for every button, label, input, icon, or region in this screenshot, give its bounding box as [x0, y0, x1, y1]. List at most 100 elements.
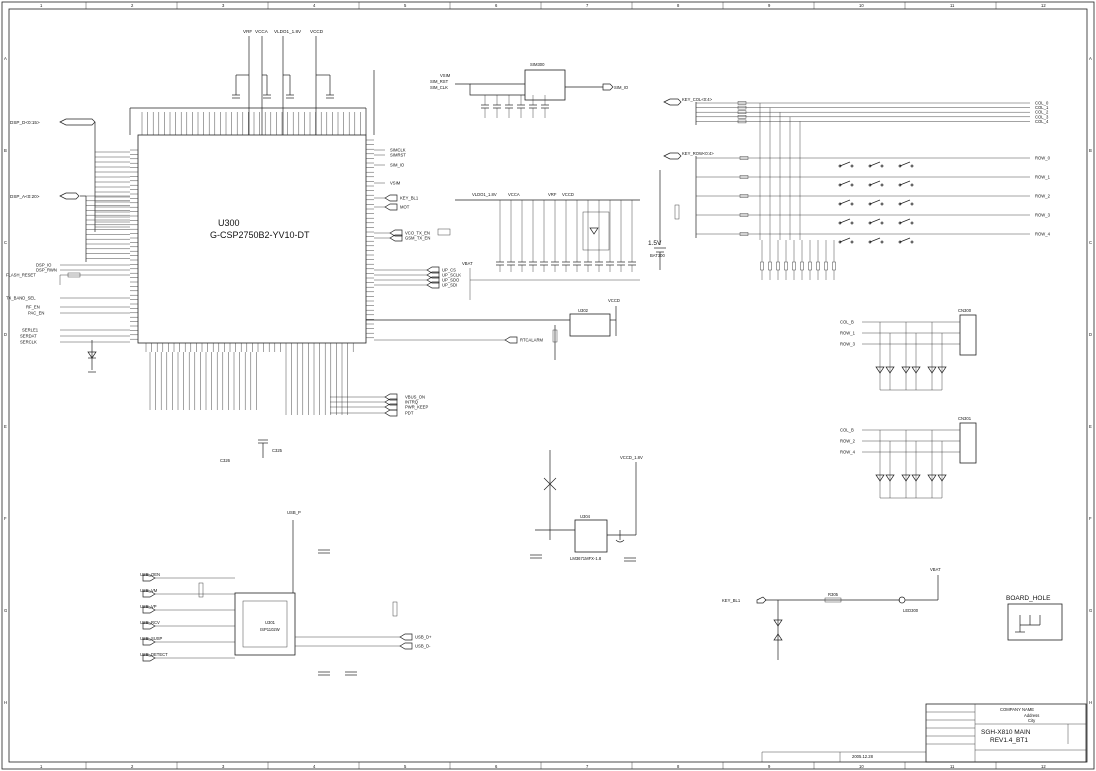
- u301-block: U301 ISP1102W USB_P USB_OENUSB_VMUSB_VPU…: [140, 510, 432, 676]
- connector-body[interactable]: [959, 314, 977, 356]
- key-row-label: ROW_4: [1035, 232, 1051, 237]
- column-marker-bottom: 6: [495, 764, 498, 769]
- u300-body[interactable]: [137, 134, 367, 344]
- u304-ref: U304: [580, 514, 591, 519]
- column-marker-bottom: 2: [131, 764, 134, 769]
- u300-block: U300 G-CSP2750B2-YV10-DT: [129, 107, 374, 352]
- key-col-label: COL_3: [1035, 114, 1049, 119]
- right-signal-label: KEY_BL1: [400, 196, 419, 201]
- u302-body[interactable]: [569, 313, 611, 337]
- column-marker-top: 9: [768, 3, 771, 8]
- rail-vcca: VCCA: [255, 29, 269, 34]
- row-marker-left: F: [4, 516, 7, 521]
- u301-supply: USB_P: [287, 510, 301, 515]
- column-marker-bottom: 12: [1041, 764, 1046, 769]
- right-signal-label: SIMRST: [390, 153, 406, 158]
- u300-right-signals: SIMCLKSIMRSTSIM_IOVSIMKEY_BL1MOTVCO_TX_E…: [374, 148, 543, 344]
- title-line-1: SGH-X810 MAIN: [981, 729, 1031, 736]
- u300-top-rails: VRF VCCA VLDO1_1.8V VCCD: [232, 29, 375, 135]
- bottom-signal-label: INTRQ: [405, 400, 419, 405]
- company-city: City: [1028, 718, 1036, 723]
- right-signal-label: UP_SCLK: [442, 273, 461, 278]
- key-bl-net: KEY_BL1: [722, 598, 741, 603]
- sheet-inner-frame: [8, 8, 1088, 763]
- right-signal-label: UP_SDO: [442, 278, 460, 283]
- ldo-rail-vldo: VLDO1_1.8V: [472, 192, 497, 197]
- column-marker-bottom: 3: [222, 764, 225, 769]
- right-signal-label: VBAT: [462, 261, 473, 266]
- keypad-block: KEY_COL<0:4> KEY_ROW<0:4> COL_0COL_1COL_…: [663, 97, 1051, 280]
- row-marker-left: H: [4, 700, 7, 705]
- row-marker-left: E: [4, 424, 7, 429]
- u300-left-buses: DSP_D<0:15> DSP_A<0:20>: [10, 118, 130, 262]
- key-col-label: COL_2: [1035, 110, 1049, 115]
- left-signal-label: RF_EN: [26, 305, 40, 310]
- bottom-signal-label: PWR_KEEP: [405, 405, 428, 410]
- cap-c326: C326: [220, 458, 231, 463]
- u300-left-signals: DSP_IODSP_RWNFLASH_RESETTX_BAND_SELRF_EN…: [6, 263, 130, 345]
- row-marker-left: A: [4, 56, 7, 61]
- column-marker-top: 1: [40, 3, 43, 8]
- u301-ref: U301: [265, 620, 276, 625]
- bottom-signal-label: PDT: [405, 411, 414, 416]
- u304-block: U304 LM3671MFX-1.8 VCCD_1.8V: [530, 450, 643, 562]
- usb-right-label: USB_D+: [415, 635, 432, 640]
- battery-voltage: 1.5V: [648, 240, 662, 247]
- right-signal-label: UP_CS: [442, 268, 456, 273]
- battery-ref: BAT300: [650, 253, 665, 258]
- battery-block: 1.5V BAT300: [648, 170, 680, 270]
- sim-ref: SIM300: [530, 62, 545, 67]
- key-backlight-block: KEY_BL1 R305 LED300 VBAT: [722, 567, 941, 660]
- key-row-label: ROW_1: [1035, 175, 1051, 180]
- row-marker-right: C: [1089, 240, 1092, 245]
- row-marker-right: A: [1089, 56, 1092, 61]
- row-marker-right: H: [1089, 700, 1092, 705]
- u301-part: ISP1102W: [260, 627, 280, 632]
- row-marker-right: F: [1089, 516, 1092, 521]
- rail-vldo1: VLDO1_1.8V: [274, 29, 302, 34]
- company-address: Address: [1024, 713, 1039, 718]
- sim-block: SIM300 SIM_RST SIM_CLK SIM_IO VSIM: [430, 62, 629, 118]
- connector-ref: CN301: [958, 416, 972, 421]
- column-marker-bottom: 7: [586, 764, 589, 769]
- column-marker-top: 2: [131, 3, 134, 8]
- company-name: COMPANY NAME: [1000, 707, 1034, 712]
- left-signal-label: DSP_IO: [36, 263, 52, 268]
- column-marker-top: 10: [859, 3, 864, 8]
- right-signal-label: SIMCLK: [390, 148, 406, 153]
- rail-vrf: VRF: [243, 29, 252, 34]
- usb-left-label: USB_RCV: [140, 620, 160, 625]
- left-signal-label: TX_BAND_SEL: [6, 296, 36, 301]
- row-marker-left: D: [4, 332, 7, 337]
- column-marker-top: 5: [404, 3, 407, 8]
- u304-body[interactable]: [574, 519, 608, 553]
- sim-rst: SIM_RST: [430, 79, 449, 84]
- rail-vccd: VCCD: [310, 29, 324, 34]
- row-marker-right: B: [1089, 148, 1092, 153]
- row-marker-left: B: [4, 148, 7, 153]
- key-col-label: COL_1: [1035, 105, 1049, 110]
- left-signal-label: SERDAT: [20, 334, 37, 339]
- connector-pin-label: ROW_1: [840, 331, 856, 336]
- title-date: 2005.12.28: [852, 754, 874, 759]
- key-row-label: ROW_2: [1035, 194, 1051, 199]
- left-signal-label: SERCLK: [20, 340, 37, 345]
- u302-ref: U302: [578, 308, 589, 313]
- bus-dsp-d: DSP_D<0:15>: [10, 120, 40, 125]
- column-marker-top: 4: [313, 3, 316, 8]
- connector-body[interactable]: [959, 422, 977, 464]
- left-signal-label: PAC_EN: [28, 311, 44, 316]
- u300-ref: U300: [218, 218, 240, 228]
- column-marker-top: 6: [495, 3, 498, 8]
- u301-body[interactable]: [234, 592, 296, 656]
- connector-pin-label: COL_B: [840, 320, 854, 325]
- cap-c325: C325: [272, 448, 283, 453]
- connector-pin-label: ROW_3: [840, 342, 856, 347]
- right-signal-label: RTCALARM: [520, 338, 543, 343]
- board-hole-title: BOARD_HOLE: [1006, 595, 1051, 602]
- title-line-2: REV1.4_BT1: [990, 737, 1028, 744]
- column-marker-top: 8: [677, 3, 680, 8]
